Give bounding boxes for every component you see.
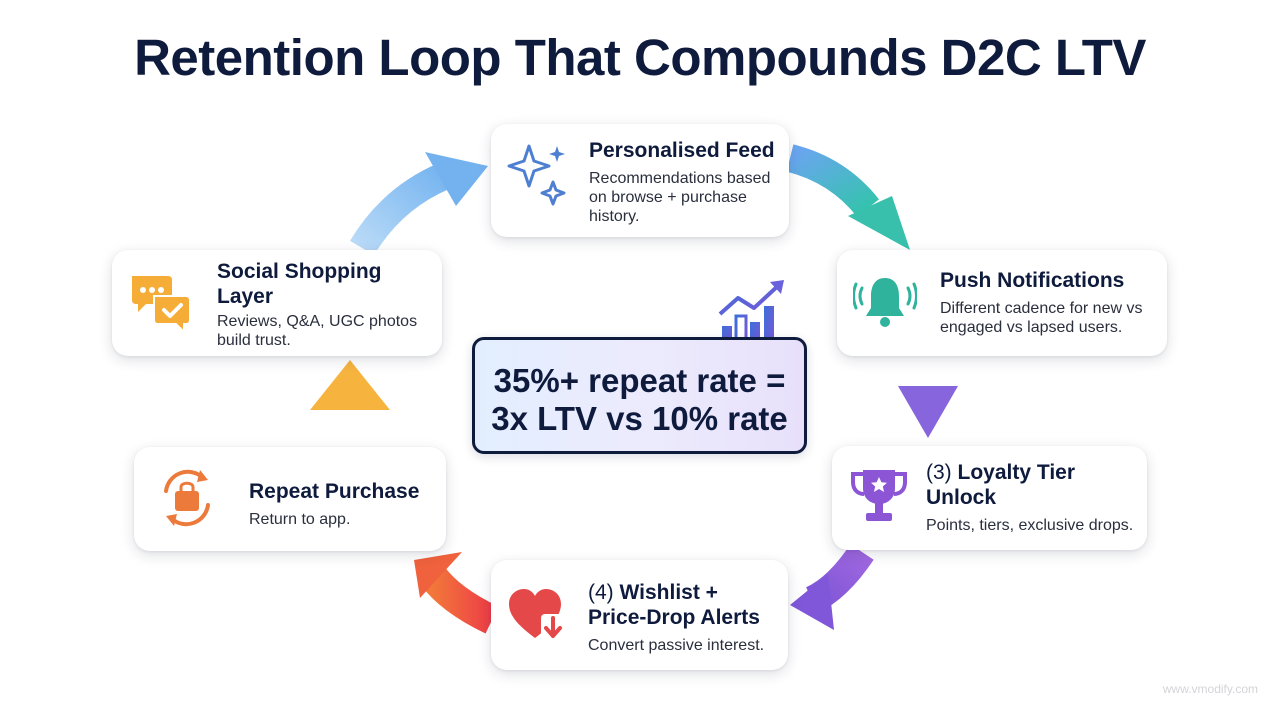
step-number: (3) [926, 461, 952, 484]
node-personalised-feed: Personalised Feed Recommendations based … [491, 124, 789, 237]
node-repeat-purchase: Repeat Purchase Return to app. [134, 447, 446, 551]
center-stat-line-1: 35%+ repeat rate = [493, 362, 786, 399]
arrow-push-to-loyalty-head [898, 386, 958, 438]
node-desc-line-2: engaged vs lapsed users. [940, 319, 1123, 336]
node-desc-line-1: Reviews, Q&A, UGC photos [217, 313, 418, 330]
watermark: www.vmodify.com [1162, 682, 1258, 696]
node-title: Push Notifications [940, 269, 1125, 292]
arrow-social-to-feed-head [425, 152, 488, 206]
center-stat-line-2: 3x LTV vs 10% rate [491, 400, 788, 437]
trophy-icon [851, 470, 907, 521]
node-title-line-2: Unlock [926, 486, 997, 509]
arrow-feed-to-push-head [848, 196, 910, 250]
bell-icon [853, 278, 917, 327]
node-title-line-1: Social Shopping [217, 260, 382, 283]
heart-price-drop-icon [509, 589, 565, 642]
node-desc-line-2: on browse + purchase [589, 189, 747, 206]
arrow-loyalty-to-wishlist-head [790, 574, 834, 630]
node-title-line-1: (3) Loyalty Tier [926, 460, 1075, 485]
node-desc-line-3: history. [589, 208, 640, 225]
node-social-shopping-layer: Social Shopping Layer Reviews, Q&A, UGC … [112, 250, 442, 356]
page-title: Retention Loop That Compounds D2C LTV [134, 29, 1146, 86]
node-title-line-2: Layer [217, 285, 274, 308]
node-desc-line-1: Return to app. [249, 511, 351, 528]
center-stat-text: 35%+ repeat rate = 3x LTV vs 10% rate [475, 362, 804, 438]
node-loyalty-tier-unlock: (3) Loyalty Tier Unlock Points, tiers, e… [832, 446, 1147, 550]
node-desc-line-1: Recommendations based [589, 170, 771, 187]
node-title: Wishlist + [619, 581, 718, 604]
arrow-repeat-to-social-head [310, 360, 390, 410]
node-wishlist-price-drop: (4) Wishlist + Price-Drop Alerts Convert… [491, 560, 788, 670]
node-push-notifications: Push Notifications Different cadence for… [837, 250, 1167, 356]
node-title: Personalised Feed [589, 139, 775, 162]
step-number: (4) [588, 581, 614, 604]
arrow-feed-to-push [786, 144, 879, 217]
shopping-bag-cycle-icon [164, 469, 210, 527]
node-desc-line-2: build trust. [217, 332, 291, 349]
node-title-line-2: Price-Drop Alerts [588, 606, 760, 629]
node-desc-line-1: Points, tiers, exclusive drops. [926, 517, 1134, 534]
center-stat-box: 35%+ repeat rate = 3x LTV vs 10% rate [472, 337, 807, 454]
arrow-social-to-feed [349, 163, 450, 256]
arrow-wishlist-to-repeat [419, 565, 499, 634]
node-title: Loyalty Tier [957, 461, 1076, 484]
node-title: Repeat Purchase [249, 480, 420, 503]
node-title-line-1: (4) Wishlist + [588, 580, 718, 605]
node-desc-line-1: Convert passive interest. [588, 637, 765, 654]
node-desc-line-1: Different cadence for new vs [940, 300, 1143, 317]
sparkle-icon [507, 144, 566, 206]
chat-bubbles-icon [132, 276, 191, 335]
arrow-wishlist-to-repeat-head [414, 552, 462, 598]
